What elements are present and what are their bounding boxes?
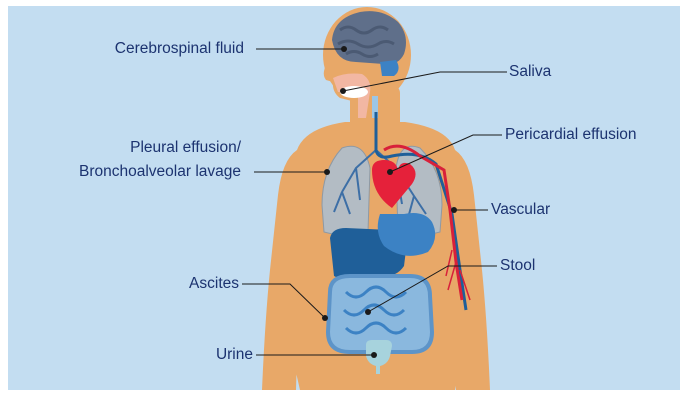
label-pericardial-effusion: Pericardial effusion bbox=[505, 125, 637, 144]
pleural-marker-dot bbox=[324, 169, 330, 175]
label-bronchoalveolar-lavage: Bronchoalveolar lavage bbox=[79, 162, 241, 181]
csf-marker-dot bbox=[341, 46, 347, 52]
label-cerebrospinal-fluid: Cerebrospinal fluid bbox=[115, 39, 244, 58]
pericardial-marker-dot bbox=[387, 169, 393, 175]
label-vascular: Vascular bbox=[491, 200, 550, 219]
vascular-marker-dot bbox=[451, 207, 457, 213]
saliva-marker-dot bbox=[340, 88, 346, 94]
label-pleural-effusion: Pleural effusion/ bbox=[130, 138, 241, 157]
ascites-marker-dot bbox=[322, 315, 328, 321]
label-stool: Stool bbox=[500, 256, 535, 275]
label-urine: Urine bbox=[216, 345, 253, 364]
label-saliva: Saliva bbox=[509, 62, 551, 81]
stool-marker-dot bbox=[365, 309, 371, 315]
urine-marker-dot bbox=[371, 352, 377, 358]
label-ascites: Ascites bbox=[189, 274, 239, 293]
